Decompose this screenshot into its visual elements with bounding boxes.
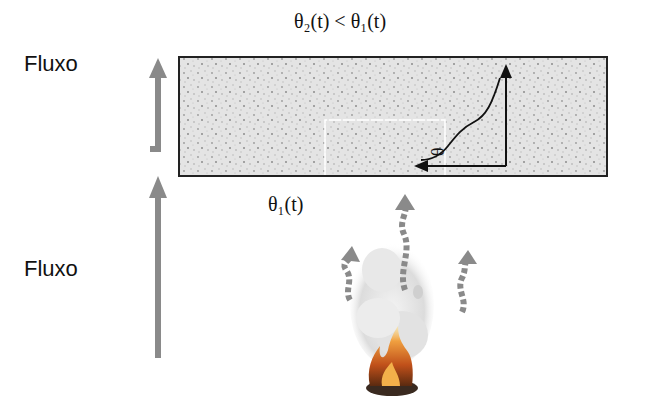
flux-arrow bbox=[149, 176, 167, 358]
window-outline bbox=[325, 120, 445, 176]
slab: θ₂(t) < θ₁(t)θ bbox=[178, 56, 608, 177]
hot-gas-arrow bbox=[344, 206, 466, 312]
axis-label: θ bbox=[426, 148, 446, 157]
arrowhead bbox=[395, 194, 415, 210]
fire bbox=[366, 326, 418, 396]
arrowhead bbox=[341, 246, 360, 262]
arrowhead bbox=[414, 160, 428, 172]
slab-texture bbox=[179, 57, 607, 175]
flux-label: Fluxo bbox=[24, 52, 78, 76]
flux-arrow bbox=[149, 58, 167, 152]
flux-label: Fluxo bbox=[24, 257, 78, 281]
arrowhead bbox=[458, 250, 477, 264]
temperature-label: θ₁(t) bbox=[268, 193, 303, 215]
arrowhead bbox=[500, 64, 512, 78]
temperature-graph bbox=[421, 76, 506, 166]
condition-label: θ₂(t) < θ₁(t) bbox=[294, 10, 386, 32]
smoke-puff bbox=[413, 285, 423, 299]
